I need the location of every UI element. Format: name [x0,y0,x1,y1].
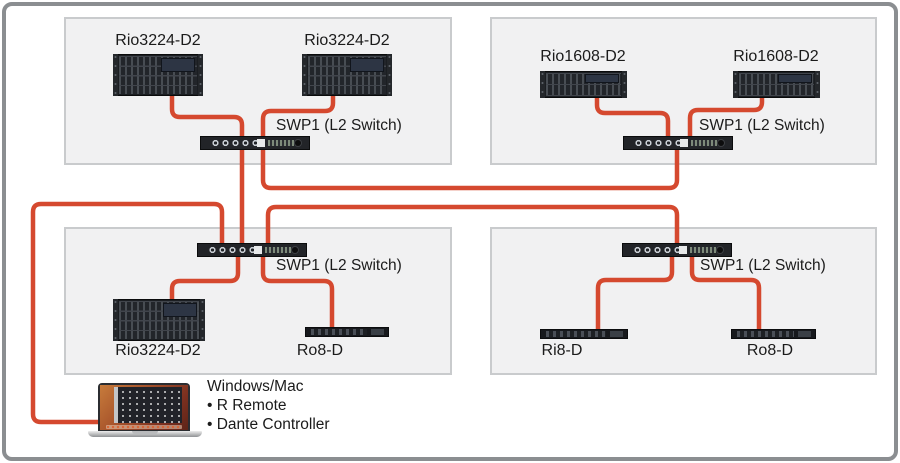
switch-vents [633,246,683,254]
rack-ear [733,71,738,98]
switch-knob [717,247,723,253]
switch-label-chip [679,246,687,254]
network-switch [623,136,733,150]
switch-knob [295,140,301,146]
cable-switch-bl-to-switch-br [265,204,680,246]
laptop-dock [106,425,182,429]
computer-software-item: • R Remote [207,397,287,414]
device-label: Rio1608-D2 [540,48,626,65]
rack-device-ro8d [731,329,816,339]
switch-vents [634,139,684,147]
rack-device-rio3224 [302,54,392,96]
device-label: Rio3224-D2 [304,32,390,49]
rack-ear [113,54,118,96]
laptop-base [88,431,202,437]
device-label: Ri8-D [541,342,583,359]
display-panel [161,58,195,72]
switch-vents [208,246,258,254]
cable-bl-switch-to-rio [169,255,241,302]
switch-label-chip [680,139,688,147]
switch-vents [211,139,261,147]
connector-strip [737,331,794,337]
connector-grid [119,56,197,94]
device-label: Rio3224-D2 [115,32,201,49]
rack-ear [200,299,205,341]
device-label: Ro8-D [296,342,344,359]
switch-label: SWP1 (L2 Switch) [276,117,402,134]
laptop-screen [98,383,190,432]
rack-ear [387,54,392,96]
rack-device-ri8d [540,329,628,339]
display-panel [350,58,384,72]
cable-laptop-to-switch-bl [30,201,225,425]
rack-device-rio1608 [733,71,820,98]
cable-bl-switch-to-ro8d [260,255,335,330]
switch-ports [268,140,294,146]
device-label: Ro8-D [746,342,794,359]
switch-ports [265,247,291,253]
network-switch [622,243,732,257]
switch-ports [690,247,716,253]
rack-device-rio1608 [540,71,627,98]
switch-label-chip [257,139,265,147]
connector-strip [546,331,606,337]
computer-software-item: • Dante Controller [207,416,330,433]
display-panel [778,74,812,83]
cable-tr-rio-right-to-switch [687,98,765,140]
display-panel [163,303,197,317]
port-block [610,331,623,337]
switch-label: SWP1 (L2 Switch) [699,117,825,134]
laptop-computer [88,383,202,439]
cable-tl-rio-right-to-switch [260,96,336,140]
r-remote-app-window [114,387,182,423]
cable-br-switch-to-ro8d [689,255,762,332]
rack-ear [540,71,545,98]
connector-grid [119,301,199,339]
rack-device-rio3224 [113,299,205,341]
computer-caption: Windows/Mac • R Remote • Dante Controlle… [207,377,330,434]
network-switch [200,136,310,150]
rack-ear [113,299,118,341]
rack-ear [815,71,820,98]
switch-label: SWP1 (L2 Switch) [276,257,402,274]
rack-device-ro8d [305,327,389,337]
connector-strip [311,329,367,335]
cable-switch-tl-to-switch-tr [260,148,680,191]
cable-tr-rio-left-to-switch [594,98,671,140]
display-panel [585,74,619,83]
cable-tl-rio-left-to-switch [169,96,245,140]
rack-device-rio3224 [113,54,203,96]
computer-platform-label: Windows/Mac [207,378,304,395]
switch-ports [691,140,717,146]
switch-label-chip [254,246,262,254]
rack-ear [622,71,627,98]
port-block [798,331,811,337]
switch-label: SWP1 (L2 Switch) [700,257,826,274]
connector-grid [308,56,386,94]
port-block [371,329,384,335]
switch-knob [292,247,298,253]
device-label: Rio1608-D2 [733,48,819,65]
switch-knob [718,140,724,146]
network-switch [197,243,307,257]
device-label: Rio3224-D2 [115,342,201,359]
cable-br-switch-to-ri8d [595,255,675,332]
rack-ear [302,54,307,96]
rack-ear [198,54,203,96]
